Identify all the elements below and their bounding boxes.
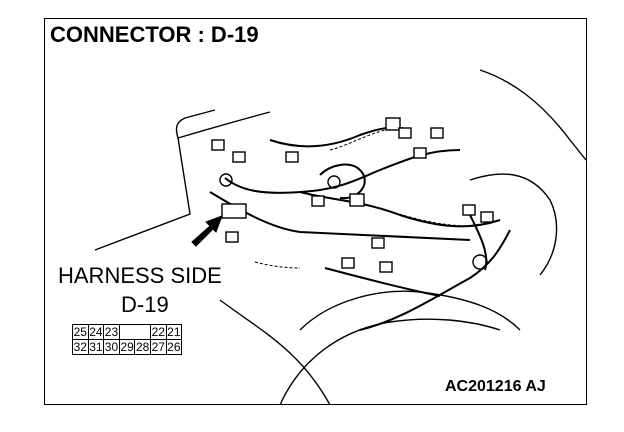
- pin-cell: 28: [134, 339, 151, 355]
- harness-tape-2: [379, 207, 471, 227]
- connector-j: [462, 204, 476, 216]
- body-panel-edge: [177, 111, 271, 139]
- figure-code: AC201216 AJ: [445, 378, 546, 395]
- harness-tape-3: [254, 261, 301, 269]
- connector-c: [285, 151, 299, 163]
- pin-cell: 31: [87, 339, 105, 355]
- grommet-3: [472, 254, 488, 270]
- connector-d19: [221, 203, 247, 219]
- connector-o: [225, 231, 239, 243]
- connector-l: [371, 237, 385, 249]
- pin-cell: 30: [103, 339, 120, 355]
- pin-cell: 29: [118, 339, 136, 355]
- connector-b: [232, 151, 246, 163]
- pin-cell: 25: [72, 324, 89, 340]
- grommet-2: [327, 175, 341, 189]
- connector-n: [379, 261, 393, 273]
- connector-k: [480, 211, 494, 223]
- grommet-1: [219, 173, 233, 187]
- body-panel-left: [94, 109, 216, 251]
- harness-side-label: HARNESS SIDE: [58, 263, 222, 288]
- pin-cell: 27: [149, 339, 167, 355]
- connector-d: [385, 117, 401, 131]
- pin-cell-empty: [119, 324, 135, 340]
- rear-quarter: [469, 173, 558, 276]
- pin-cell-empty: [134, 324, 151, 340]
- roof-line: [479, 69, 587, 161]
- pinout-row-bottom: 32 31 30 29 28 27 26: [72, 339, 183, 355]
- harness-tape-1: [329, 127, 396, 151]
- connector-h: [349, 193, 365, 207]
- connector-f: [413, 147, 427, 159]
- pin-cell: 21: [165, 324, 183, 340]
- harness-branch-1: [299, 191, 501, 228]
- pin-cell: 32: [72, 339, 89, 355]
- fender: [279, 318, 501, 406]
- connector-i: [311, 195, 325, 207]
- connector-pinout: 25 24 23 22 21 32 31 30 29 28 27 26: [72, 324, 183, 355]
- pin-cell: 24: [87, 324, 105, 340]
- pin-cell: 22: [149, 324, 167, 340]
- harness-branch-2: [209, 191, 471, 241]
- pin-cell: 26: [165, 339, 183, 355]
- pointer-arrow: [191, 215, 223, 247]
- floor-line: [219, 299, 331, 406]
- harness-branch-6: [324, 267, 441, 297]
- harness-branch-5: [359, 229, 511, 331]
- harness-branch-3: [319, 163, 366, 200]
- connector-e: [398, 127, 412, 139]
- diagram-title: CONNECTOR : D-19: [50, 22, 259, 47]
- connector-a: [211, 139, 225, 151]
- connector-g: [430, 127, 444, 139]
- connector-m: [341, 257, 355, 269]
- pin-cell: 23: [103, 324, 120, 340]
- connector-id-label: D-19: [121, 292, 169, 317]
- pinout-row-top: 25 24 23 22 21: [72, 324, 183, 340]
